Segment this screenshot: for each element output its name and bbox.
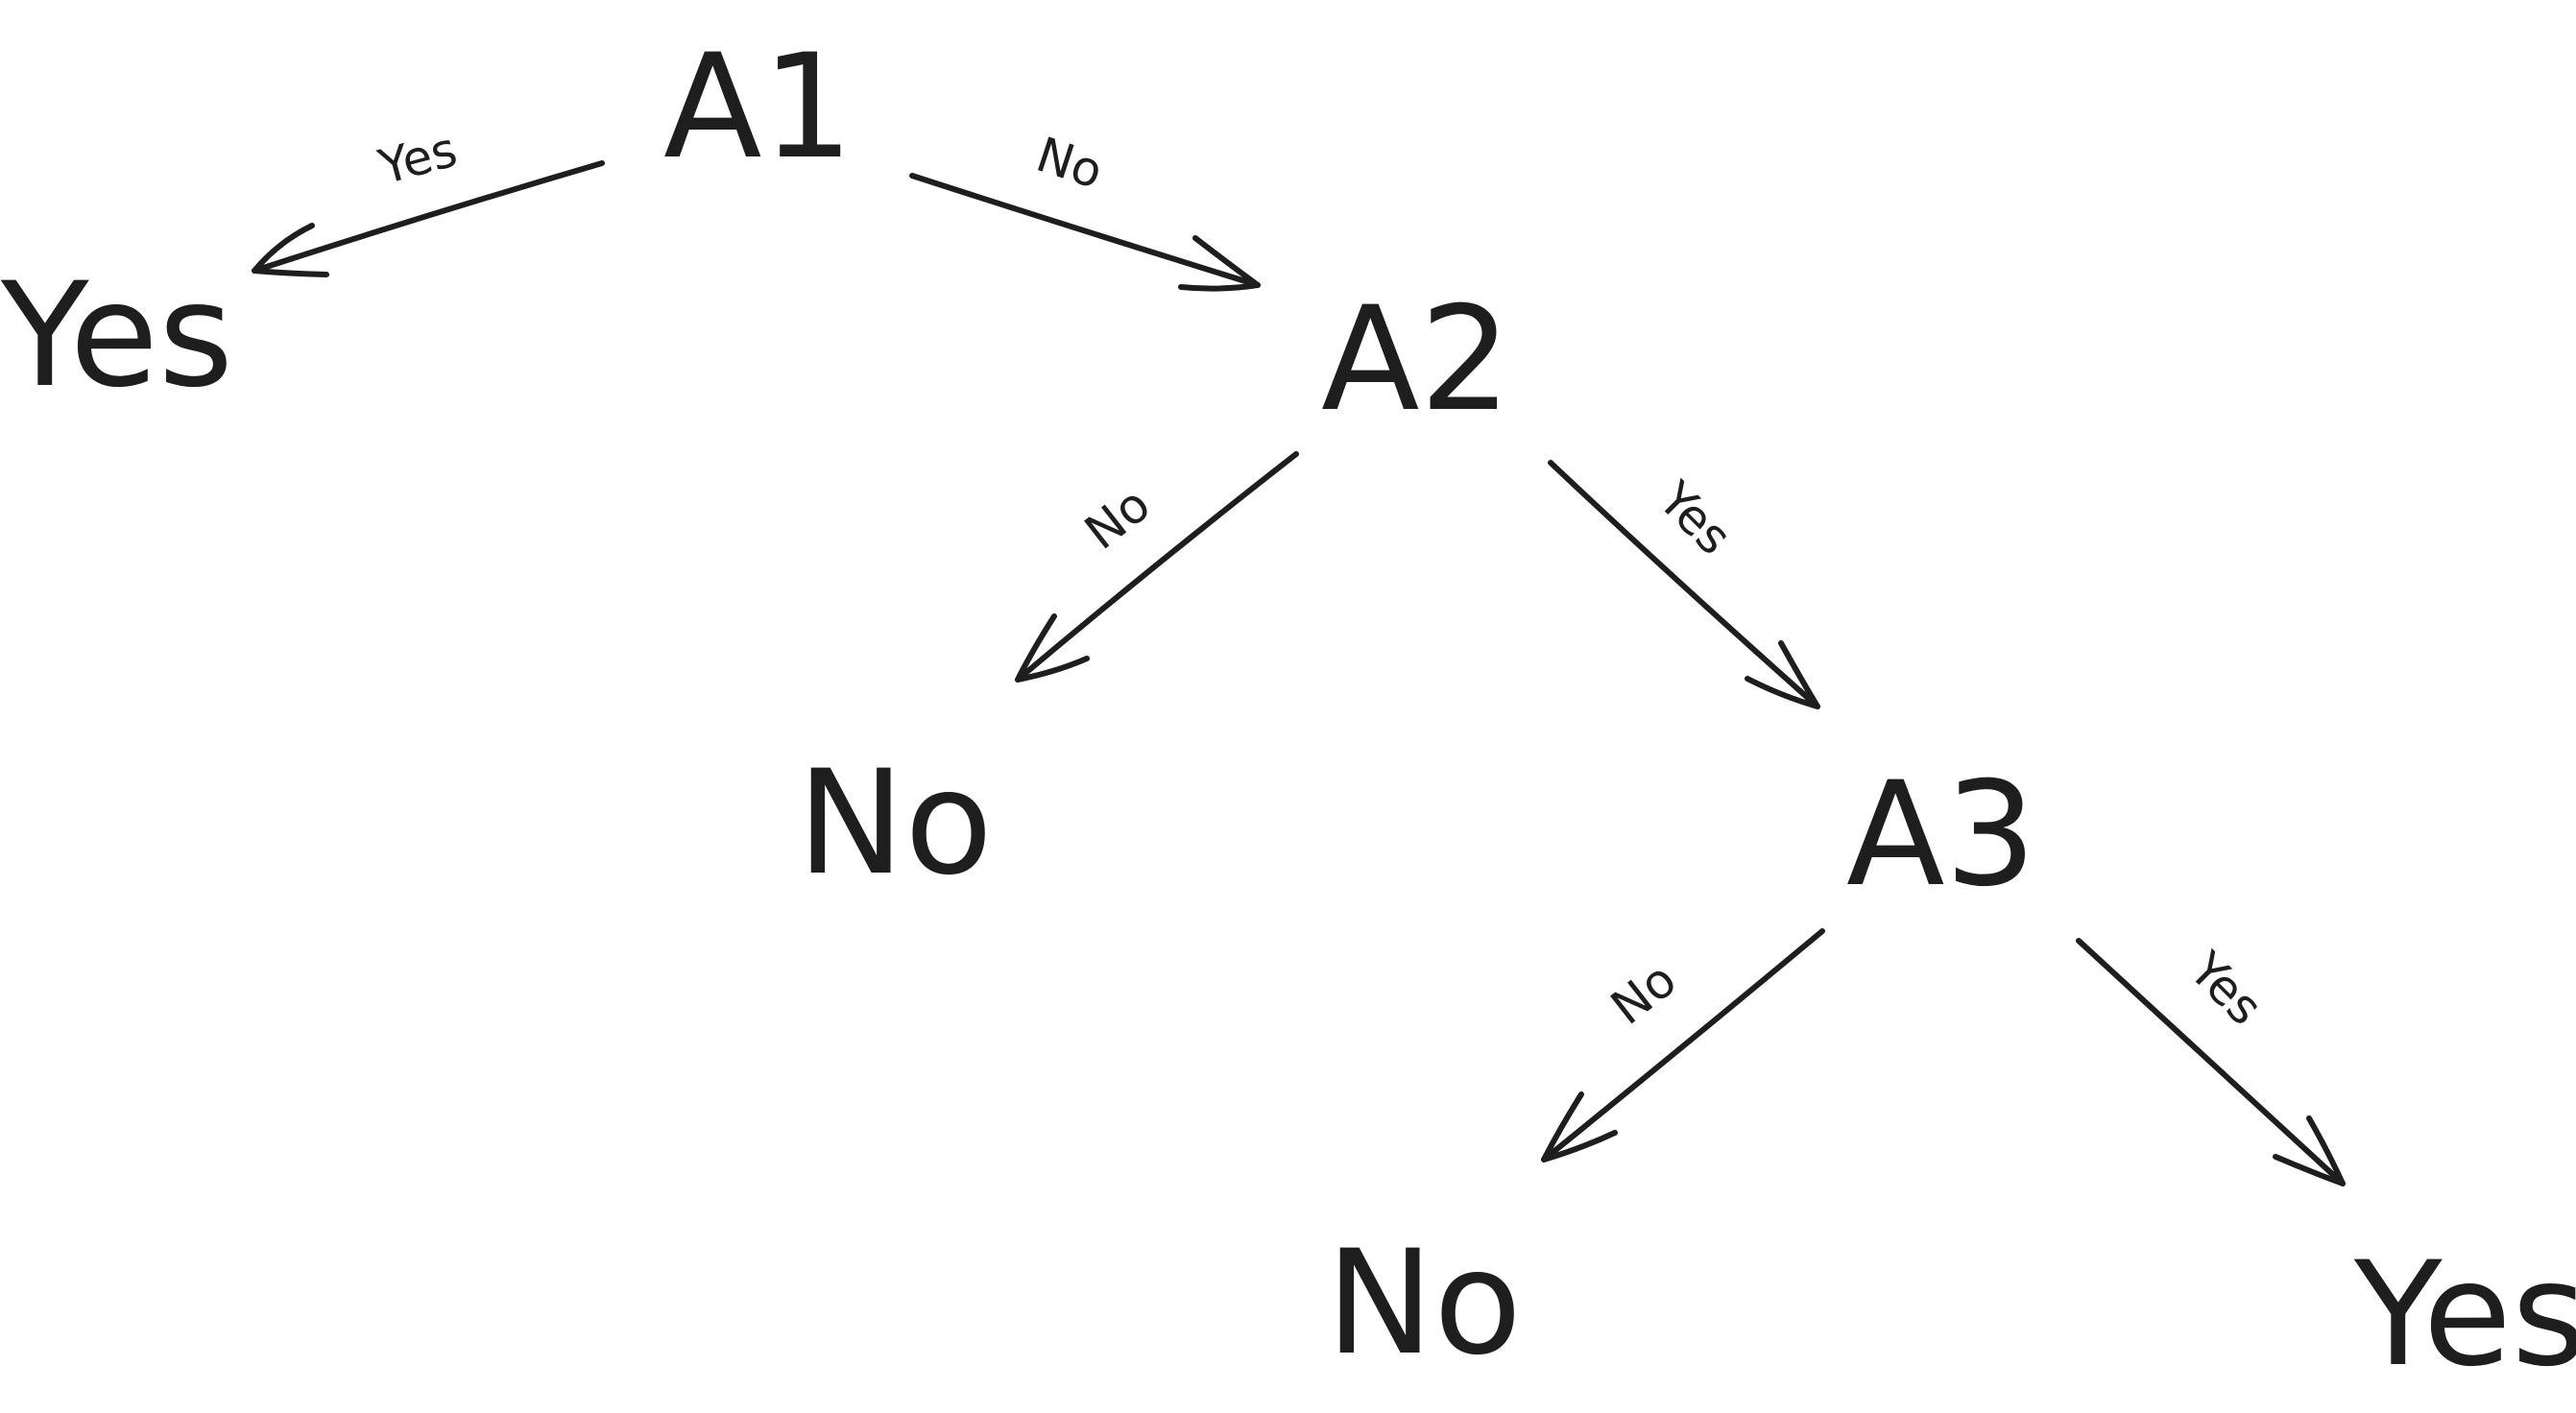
node-a2: A2: [1320, 276, 1512, 443]
leaf-yes-top: Yes: [0, 252, 234, 419]
edge-a3-yes-arrow: [2076, 938, 2346, 1186]
node-a3: A3: [1845, 752, 2037, 919]
edge-a1-yes-arrow: [252, 160, 605, 277]
leaf-yes-bottom: Yes: [2353, 1232, 2576, 1399]
edge-a1-no-arrow: [909, 173, 1261, 292]
leaf-no-middle: No: [797, 740, 993, 907]
leaf-no-bottom: No: [1326, 1220, 1522, 1387]
edge-a3-no-arrow: [1541, 928, 1825, 1162]
node-a1: A1: [662, 24, 855, 191]
edge-a2-yes-arrow: [1548, 460, 1820, 709]
edge-a2-no-arrow: [1015, 451, 1299, 683]
